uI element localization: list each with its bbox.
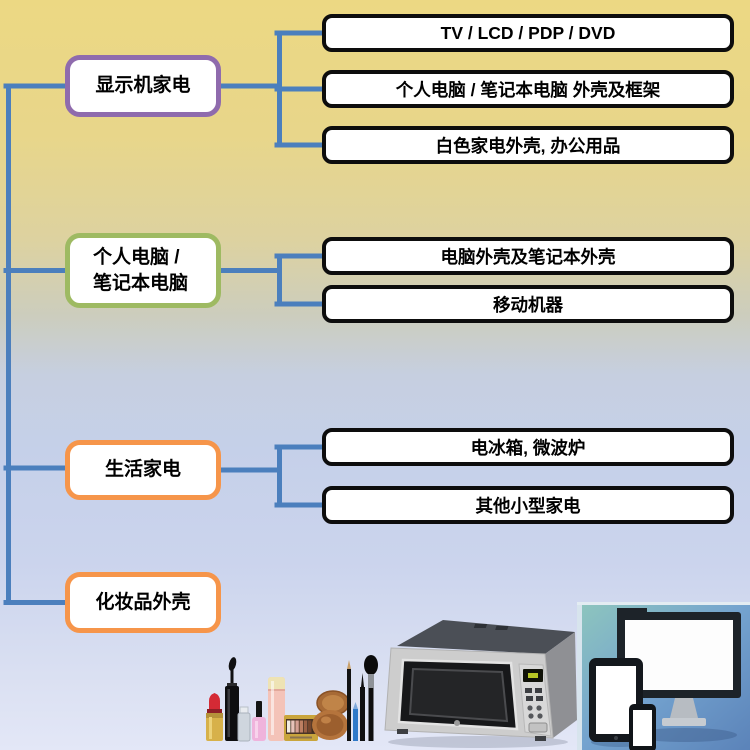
group-node-cosmetic-cases: 化妆品外壳 — [65, 572, 221, 633]
microwave-image — [384, 620, 577, 748]
category-item-label: TV / LCD / PDP / DVD — [440, 22, 616, 43]
eyeliner-pencil-icon — [347, 660, 351, 669]
category-item-label: 其他小型家电 — [475, 495, 581, 516]
category-item-label: 电冰箱, 微波炉 — [470, 437, 586, 458]
blue-pencil-icon — [353, 709, 358, 741]
group-node-label: 生活家电 — [104, 459, 181, 481]
group-node-home-appliances: 生活家电 — [65, 440, 221, 500]
category-item-label: 移动机器 — [493, 294, 563, 315]
lipstick-icon — [209, 693, 220, 713]
group-node-label: 个人电脑 / 笔记本电脑 — [93, 247, 189, 294]
category-item-box: 其他小型家电 — [322, 486, 734, 524]
category-item-label: 个人电脑 / 笔记本电脑 外壳及框架 — [395, 79, 661, 100]
category-item-box: 移动机器 — [322, 285, 734, 323]
group-node-pc-notebook: 个人电脑 / 笔记本电脑 — [65, 233, 221, 308]
category-item-box: TV / LCD / PDP / DVD — [322, 14, 734, 52]
category-item-box: 电脑外壳及笔记本外壳 — [322, 237, 734, 275]
cosmetics-set-image — [206, 655, 378, 742]
group-node-label: 化妆品外壳 — [95, 591, 191, 613]
makeup-brush-icon — [364, 655, 378, 675]
devices-image — [577, 602, 750, 750]
group-node-label: 显示机家电 — [95, 75, 191, 97]
microwave-top-face — [397, 620, 575, 654]
group-node-display-appliances: 显示机家电 — [65, 55, 221, 117]
category-item-box: 电冰箱, 微波炉 — [322, 428, 734, 466]
microwave-side-face — [545, 632, 577, 738]
category-item-box: 个人电脑 / 笔记本电脑 外壳及框架 — [322, 70, 734, 108]
category-item-label: 白色家电外壳, 办公用品 — [435, 135, 621, 156]
nail-polish-icon — [256, 701, 262, 719]
liquid-liner-icon — [361, 673, 364, 687]
category-item-label: 电脑外壳及笔记本外壳 — [440, 246, 616, 267]
category-item-box: 白色家电外壳, 办公用品 — [322, 126, 734, 164]
